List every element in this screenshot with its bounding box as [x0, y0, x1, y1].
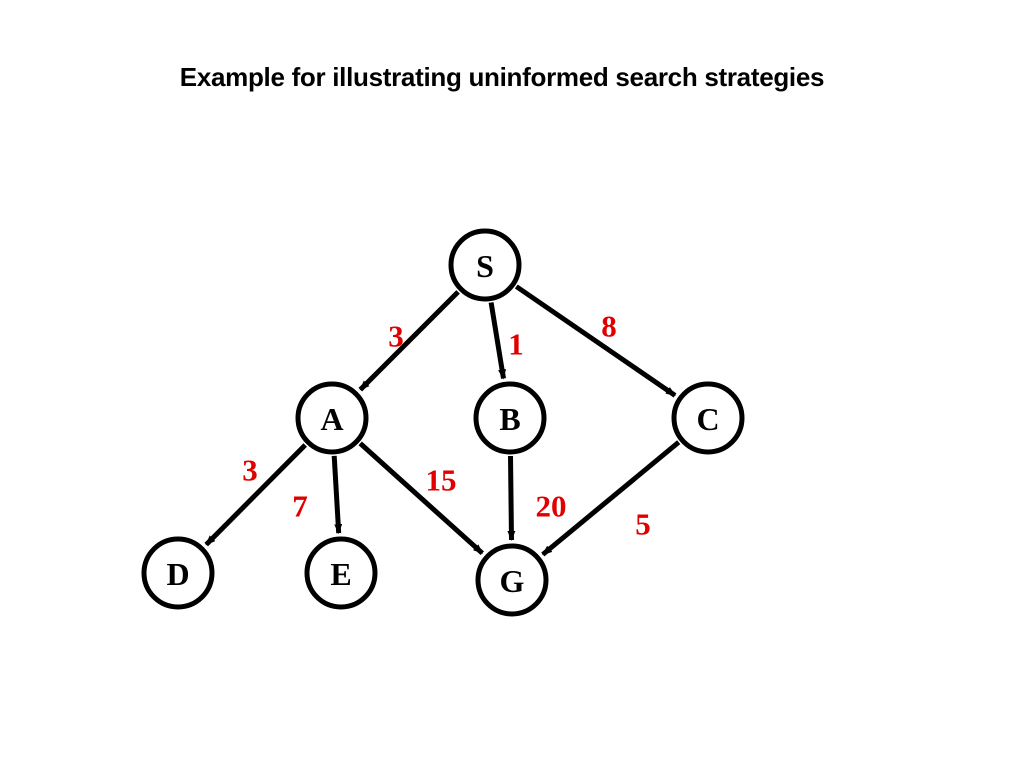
node-circle	[141, 536, 215, 610]
node-circle	[475, 543, 549, 617]
node-label: E	[330, 556, 351, 592]
edge-weight-b-g: 20	[536, 489, 567, 524]
node-label: D	[166, 556, 189, 592]
edges-layer	[204, 284, 681, 557]
edge-a-e	[331, 455, 343, 535]
node-circle	[448, 228, 522, 302]
edge-weight-s-b: 1	[508, 327, 524, 362]
edge-b-g	[507, 455, 516, 541]
node-circle	[473, 381, 547, 455]
edge-weight-a-e: 7	[292, 489, 308, 524]
edge-weight-s-a: 3	[388, 319, 404, 354]
node-label: S	[476, 248, 494, 284]
edge-weight-c-g: 5	[635, 507, 651, 542]
node-label: A	[320, 401, 343, 437]
nodes-layer: S A B C D E G	[141, 228, 745, 617]
node-label: C	[696, 401, 719, 437]
node-b: B	[473, 381, 547, 455]
edge-a-d	[204, 443, 307, 547]
edge-weight-a-d: 3	[242, 453, 258, 488]
node-s: S	[448, 228, 522, 302]
node-circle	[671, 381, 745, 455]
node-d: D	[141, 536, 215, 610]
edge-weight-a-g: 15	[426, 463, 457, 498]
edge-c-g	[541, 440, 681, 557]
edge-a-g	[358, 441, 484, 556]
node-circle	[304, 536, 378, 610]
node-label: B	[499, 401, 520, 437]
slide-title: Example for illustrating uninformed sear…	[179, 62, 825, 92]
node-circle	[295, 381, 369, 455]
edge-s-c	[514, 284, 677, 398]
node-c: C	[671, 381, 745, 455]
node-a: A	[295, 381, 369, 455]
edge-s-b	[488, 302, 506, 380]
node-e: E	[304, 536, 378, 610]
node-g: G	[475, 543, 549, 617]
edge-s-a	[358, 290, 460, 392]
node-label: G	[500, 563, 525, 599]
edge-weight-s-c: 8	[601, 309, 617, 344]
